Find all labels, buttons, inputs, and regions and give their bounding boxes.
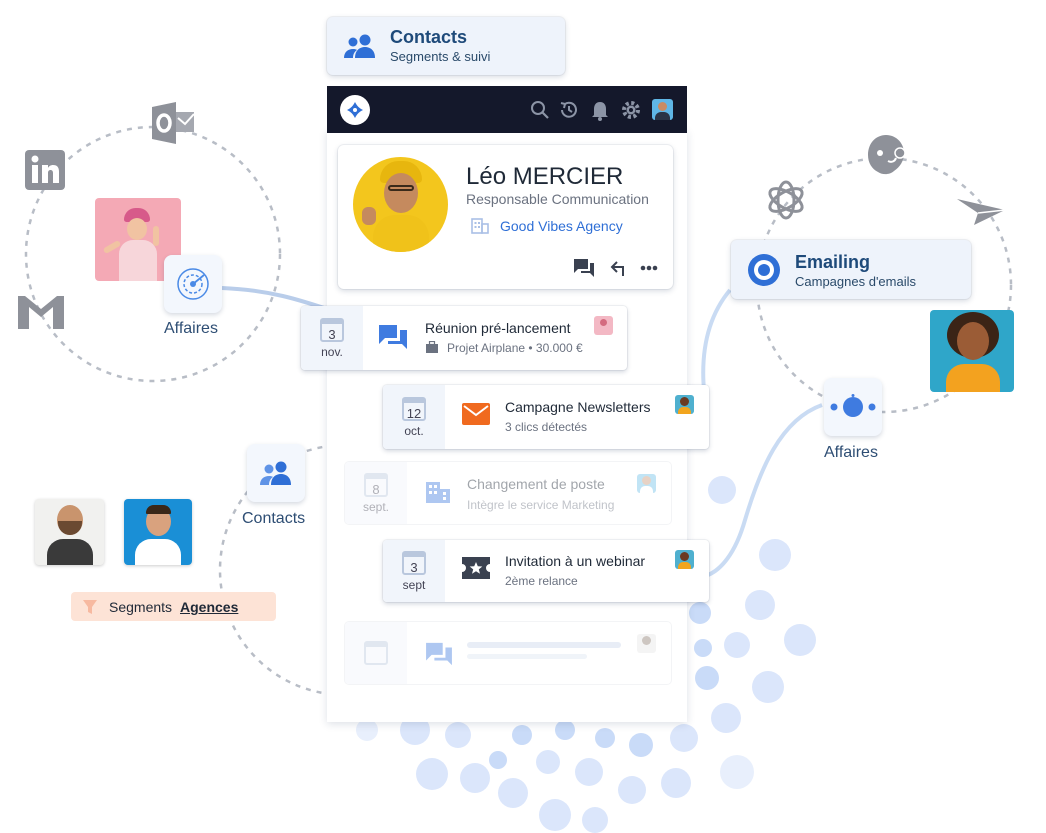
more-icon[interactable] (640, 265, 658, 271)
logo-mark-icon (347, 102, 363, 118)
timeline-day: 3 (410, 559, 418, 575)
chat-icon (379, 325, 407, 349)
profile-company-link[interactable]: Good Vibes Agency (500, 218, 623, 234)
segments-highlight[interactable]: Agences (180, 599, 239, 615)
man-photo-smiling (124, 499, 192, 565)
timeline-day: 12 (406, 405, 422, 421)
linkedin-icon (25, 150, 65, 190)
chat-icon (426, 642, 452, 666)
building-icon (426, 482, 450, 503)
timeline-month: nov. (321, 344, 343, 359)
emailing-subtitle: Campagnes d'emails (795, 274, 916, 289)
timeline-month: sept (402, 577, 426, 592)
timeline-subtitle: 3 clics détectés (505, 420, 588, 434)
search-icon[interactable] (530, 100, 550, 120)
connector-emailing (701, 288, 732, 401)
profile-card: Léo MERCIER Responsable Communication Go… (338, 145, 673, 289)
gmail-icon (18, 296, 64, 329)
mail-icon (462, 403, 490, 425)
users-icon (260, 461, 291, 485)
timeline-item[interactable]: 3 nov. Réunion pré-lancement Projet Airp… (301, 306, 627, 370)
contacts-title: Contacts (390, 27, 468, 47)
timeline-item[interactable]: 8 sept. Changement de poste Intègre le s… (345, 462, 671, 524)
timeline-day: 8 (372, 481, 380, 497)
app-topbar (327, 86, 687, 133)
openai-icon (768, 180, 804, 220)
bell-icon[interactable] (590, 99, 610, 121)
contacts-label: Contacts (242, 510, 306, 527)
connector-affaires-right (707, 403, 823, 577)
assignee-avatar (637, 634, 656, 653)
timeline-date: 3 nov. (301, 306, 363, 370)
assignee-avatar (675, 395, 694, 414)
dots-pattern (356, 476, 816, 833)
woman-photo-smiling (930, 310, 1014, 392)
emailing-title: Emailing (795, 252, 871, 272)
reply-icon[interactable] (610, 259, 628, 277)
app-logo[interactable] (340, 95, 370, 125)
timeline-title: Invitation à un webinar (505, 553, 646, 569)
segments-badge[interactable]: Segments Agences (71, 592, 276, 621)
timeline-title: Campagne Newsletters (505, 399, 651, 415)
outlook-icon (152, 102, 195, 144)
radar-icon (177, 268, 209, 300)
contacts-node[interactable] (247, 444, 305, 502)
timeline-date: 12 oct. (383, 385, 445, 449)
calendar-icon: 8 (364, 472, 388, 497)
calendar-icon: 3 (320, 317, 344, 342)
segments-prefix: Segments (109, 599, 173, 615)
contacts-header-card[interactable]: Contacts Segments & suivi (327, 17, 565, 75)
briefcase-icon (426, 341, 438, 353)
ticket-icon (462, 557, 490, 579)
emailing-card[interactable]: Emailing Campagnes d'emails (731, 240, 971, 299)
affaires-node-right[interactable] (824, 378, 882, 436)
calendar-icon (364, 641, 388, 665)
timeline-title: Réunion pré-lancement (425, 320, 571, 336)
timeline-item[interactable]: 12 oct. Campagne Newsletters 3 clics dét… (383, 385, 709, 449)
timeline-title: Changement de poste (467, 476, 605, 492)
affaires-label-left: Affaires (164, 320, 218, 337)
paper-plane-icon (957, 199, 1006, 225)
gear-icon[interactable] (620, 99, 642, 121)
calendar-icon: 12 (402, 396, 426, 421)
timeline-subtitle: Projet Airplane • 30.000 € (447, 341, 583, 355)
avatar[interactable] (652, 99, 673, 120)
users-icon (344, 34, 375, 58)
assignee-avatar (637, 474, 656, 493)
affaires-label-right: Affaires (824, 444, 878, 461)
target-icon (748, 254, 780, 286)
timeline-month: sept. (362, 499, 389, 514)
man-photo-bearded (35, 499, 104, 565)
profile-name: Léo MERCIER (466, 163, 624, 190)
timeline-day: 3 (328, 326, 336, 342)
timeline-item-placeholder (345, 622, 671, 684)
skeleton-line (467, 642, 621, 648)
assignee-avatar (675, 550, 694, 569)
profile-photo (353, 157, 448, 252)
message-icon[interactable] (573, 258, 595, 278)
profile-role: Responsable Communication (466, 191, 649, 207)
timeline-date (345, 622, 407, 684)
company-building-icon (471, 218, 489, 234)
timeline-date: 8 sept. (345, 462, 407, 524)
assignee-avatar (594, 316, 613, 335)
affaires-node-left[interactable] (164, 255, 222, 313)
timeline-date: 3 sept (383, 540, 445, 602)
timeline-item[interactable]: 3 sept Invitation à un webinar 2ème rela… (383, 540, 709, 602)
history-icon[interactable] (558, 99, 580, 121)
calendar-icon: 3 (402, 550, 426, 575)
network-icon (830, 394, 876, 417)
mailchimp-icon (868, 135, 906, 175)
timeline-subtitle: Intègre le service Marketing (467, 498, 615, 512)
timeline-subtitle: 2ème relance (505, 574, 578, 588)
timeline-month: oct. (404, 423, 424, 438)
filter-icon (83, 600, 97, 614)
skeleton-line (467, 654, 587, 659)
contacts-subtitle: Segments & suivi (390, 49, 491, 64)
